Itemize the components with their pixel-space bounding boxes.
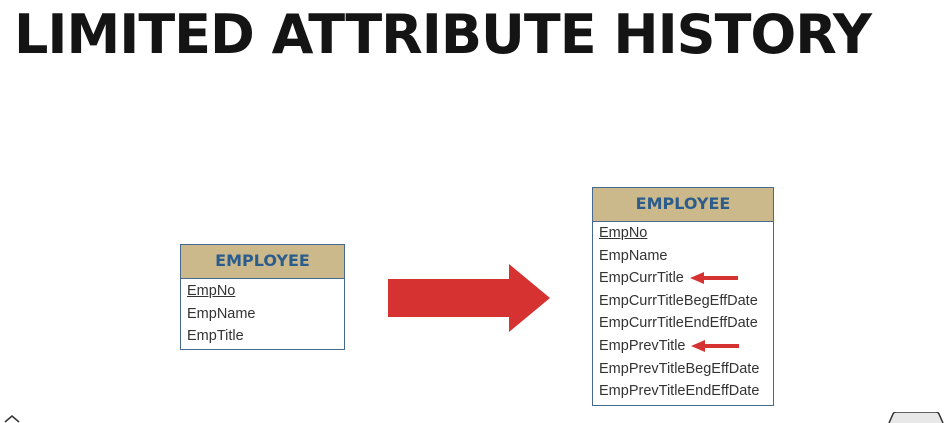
left-arrow-icon [691, 340, 740, 353]
corner-tab-icon [888, 412, 944, 423]
attribute-empname: EmpName [599, 247, 668, 264]
entity-header: EMPLOYEE [593, 188, 773, 222]
corner-chevron-icon [4, 415, 20, 423]
right-arrow-icon [388, 264, 550, 332]
attribute-empcurrtitlebegeffdate: EmpCurrTitleBegEffDate [599, 292, 758, 309]
attribute-empprevtitleendeffdate: EmpPrevTitleEndEffDate [599, 383, 760, 400]
attribute-empcurrtitle-row: EmpCurrTitle [593, 267, 773, 290]
attribute-emptitle: EmpTitle [187, 328, 244, 344]
attribute-empname: EmpName [187, 305, 256, 322]
attribute-empprevtitle-row: EmpPrevTitle [593, 335, 773, 358]
attribute-empcurrtitleendeffdate: EmpCurrTitleEndEffDate [599, 315, 758, 332]
employee-entity-history: EMPLOYEE EmpNo EmpName EmpCurrTitle EmpC… [592, 187, 774, 406]
slide-title: LIMITED ATTRIBUTE HISTORY [14, 3, 872, 66]
attribute-list: EmpNo EmpName EmpCurrTitle EmpCurrTitleB… [593, 222, 773, 403]
left-arrow-icon [689, 272, 738, 285]
attribute-empprevtitlebegeffdate: EmpPrevTitleBegEffDate [599, 360, 760, 377]
attribute-empcurrtitle: EmpCurrTitle [599, 270, 684, 287]
employee-entity-original: EMPLOYEE EmpNo EmpName EmpTitle [180, 244, 345, 350]
attribute-list: EmpNo EmpName EmpTitle [181, 279, 344, 348]
attribute-empno: EmpNo [187, 283, 236, 299]
entity-header: EMPLOYEE [181, 245, 344, 279]
attribute-empno: EmpNo [599, 225, 648, 241]
attribute-empprevtitle: EmpPrevTitle [599, 337, 686, 354]
